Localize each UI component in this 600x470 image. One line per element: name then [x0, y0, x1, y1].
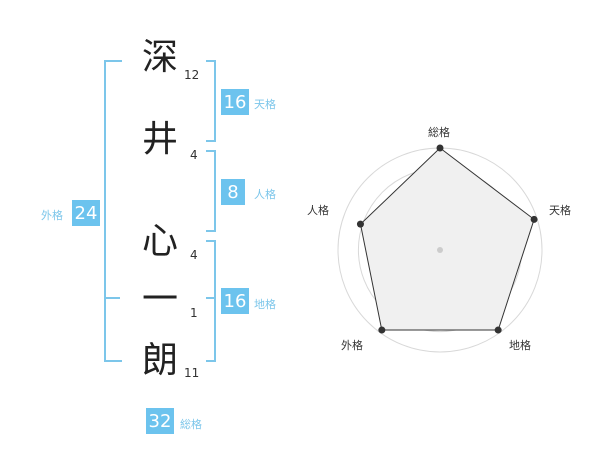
- tenkaku-label: 天格: [254, 98, 276, 111]
- soukaku-badge: 32: [146, 408, 174, 434]
- name-char-2: 井: [142, 119, 179, 160]
- jinkaku-label: 人格: [254, 188, 276, 201]
- name-char-1: 深: [142, 37, 179, 78]
- radar-axis-label-jinkaku: 人格: [307, 204, 329, 217]
- radar-point: [436, 144, 444, 152]
- chikaku-bracket: [206, 240, 216, 362]
- radar-shape: [359, 147, 535, 331]
- tenkaku-badge: 16: [221, 89, 249, 115]
- chikaku-bracket-split: [206, 297, 216, 299]
- radar-axis-label-tenkaku: 天格: [549, 204, 571, 217]
- chikaku-label: 地格: [254, 298, 276, 311]
- radar-axis-label-soukaku: 総格: [428, 126, 450, 139]
- stroke-count-4: 1: [190, 306, 198, 320]
- gaikaku-label: 外格: [41, 209, 63, 222]
- jinkaku-bracket: [206, 150, 216, 232]
- chikaku-badge: 16: [221, 288, 249, 314]
- soukaku-label: 総格: [180, 418, 202, 431]
- radar-points: [356, 144, 538, 334]
- radar-point: [378, 326, 386, 334]
- radar-point: [494, 326, 502, 334]
- jinkaku-badge: 8: [221, 179, 245, 205]
- name-char-4: 一: [142, 279, 179, 320]
- name-char-3: 心: [142, 221, 179, 262]
- stroke-count-2: 4: [190, 148, 198, 162]
- stroke-count-5: 11: [184, 366, 200, 380]
- radar-axis-label-chikaku: 地格: [509, 339, 531, 352]
- tenkaku-bracket: [206, 60, 216, 142]
- stroke-count-3: 4: [190, 248, 198, 262]
- radar-axis-label-gaikaku: 外格: [341, 339, 363, 352]
- stroke-count-1: 12: [184, 68, 200, 82]
- name-char-5: 朗: [142, 340, 179, 381]
- radar-point: [356, 220, 364, 228]
- gaikaku-badge: 24: [72, 200, 100, 226]
- gaikaku-bracket: [104, 60, 122, 362]
- radar-center-dot: [437, 247, 443, 253]
- gaikaku-bracket-split: [106, 297, 120, 299]
- radar-point: [530, 215, 538, 223]
